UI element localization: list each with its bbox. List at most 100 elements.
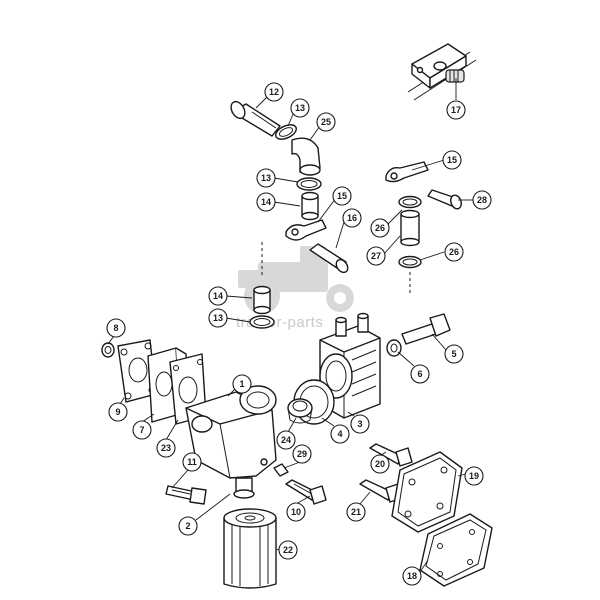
callout-1: 1 <box>232 374 252 394</box>
callout-18-label: 18 <box>407 571 417 581</box>
callout-15-left-label: 15 <box>337 191 347 201</box>
callout-28: 28 <box>472 190 492 210</box>
part-6-washer <box>386 339 402 357</box>
part-20-bolt <box>369 443 413 467</box>
part-18-gasket <box>419 513 493 587</box>
callout-14-upper: 14 <box>256 192 276 212</box>
watermark-text: tractor-parts <box>236 314 323 331</box>
callout-24: 24 <box>276 430 296 450</box>
callout-6-label: 6 <box>417 369 422 379</box>
callout-18: 18 <box>402 566 422 586</box>
callout-7-label: 7 <box>139 425 144 435</box>
part-17-fitting <box>407 43 477 101</box>
callout-20-label: 20 <box>375 459 385 469</box>
callout-23: 23 <box>156 438 176 458</box>
callout-9: 9 <box>108 402 128 422</box>
part-13-clamp-middle <box>296 177 322 191</box>
callout-13-lower: 13 <box>208 308 228 328</box>
part-11-bolt <box>165 485 207 505</box>
part-29-plug <box>273 463 289 477</box>
callout-25: 25 <box>316 112 336 132</box>
part-14-sleeve-lower <box>253 285 271 315</box>
callout-19: 19 <box>464 466 484 486</box>
part-1-filter-head <box>185 385 277 499</box>
part-9-gasket <box>117 339 157 403</box>
callout-25-label: 25 <box>321 117 331 127</box>
callout-15-right-label: 15 <box>447 155 457 165</box>
callout-4-label: 4 <box>337 429 342 439</box>
callout-27: 27 <box>366 246 386 266</box>
part-27-sleeve <box>400 209 420 247</box>
callout-12: 12 <box>264 82 284 102</box>
callout-13-upper: 13 <box>290 98 310 118</box>
callout-7: 7 <box>132 420 152 440</box>
callout-15-left: 15 <box>332 186 352 206</box>
part-16-bolt <box>309 243 349 274</box>
part-26-clamp-top <box>398 195 422 209</box>
callout-10: 10 <box>286 502 306 522</box>
callout-13-lower-label: 13 <box>213 313 223 323</box>
callout-10-label: 10 <box>291 507 301 517</box>
part-10-bolt <box>285 479 327 505</box>
callout-21: 21 <box>346 502 366 522</box>
callout-11: 11 <box>182 452 202 472</box>
callout-26-top: 26 <box>370 218 390 238</box>
part-22-oil-filter <box>223 508 277 589</box>
callout-26-bottom-label: 26 <box>449 247 459 257</box>
part-24-adapter <box>287 398 313 424</box>
callout-14-lower: 14 <box>208 286 228 306</box>
callout-6: 6 <box>410 364 430 384</box>
callout-26-top-label: 26 <box>375 223 385 233</box>
part-15-bracket-left <box>285 219 327 241</box>
callout-23-label: 23 <box>161 443 171 453</box>
callout-8-label: 8 <box>113 323 118 333</box>
part-12-bolt <box>230 100 281 137</box>
callout-26-bottom: 26 <box>444 242 464 262</box>
callout-17: 17 <box>446 100 466 120</box>
part-28-bolt <box>427 189 462 210</box>
callout-15-right: 15 <box>442 150 462 170</box>
part-15-bracket-right <box>385 161 429 183</box>
callout-29-label: 29 <box>297 449 307 459</box>
callout-22: 22 <box>278 540 298 560</box>
part-25-elbow-hose <box>291 137 321 176</box>
part-3-oil-cooler <box>319 312 381 419</box>
part-19-cover-plate <box>391 451 463 533</box>
callout-14-upper-label: 14 <box>261 197 271 207</box>
callout-17-label: 17 <box>451 105 461 115</box>
part-8-plug <box>101 342 115 358</box>
callout-27-label: 27 <box>371 251 381 261</box>
callout-24-label: 24 <box>281 435 291 445</box>
callout-14-lower-label: 14 <box>213 291 223 301</box>
callout-9-label: 9 <box>115 407 120 417</box>
part-26-clamp-bottom <box>398 255 422 269</box>
callout-3-label: 3 <box>357 419 362 429</box>
callout-4: 4 <box>330 424 350 444</box>
part-5-bolt <box>401 313 451 345</box>
callout-20: 20 <box>370 454 390 474</box>
callout-5: 5 <box>444 344 464 364</box>
callout-2-label: 2 <box>185 521 190 531</box>
callout-11-label: 11 <box>187 457 197 467</box>
callout-13-upper-label: 13 <box>295 103 305 113</box>
callout-1-label: 1 <box>239 379 244 389</box>
callout-19-label: 19 <box>469 471 479 481</box>
part-13-clamp-lower <box>249 315 275 329</box>
callout-22-label: 22 <box>283 545 293 555</box>
part-13-clamp-upper <box>275 124 297 140</box>
callout-2: 2 <box>178 516 198 536</box>
callout-12-label: 12 <box>269 87 279 97</box>
callout-16: 16 <box>342 208 362 228</box>
callout-5-label: 5 <box>451 349 456 359</box>
callout-3: 3 <box>350 414 370 434</box>
leader-lines <box>107 78 474 573</box>
callout-21-label: 21 <box>351 507 361 517</box>
callout-28-label: 28 <box>477 195 487 205</box>
callout-8: 8 <box>106 318 126 338</box>
callout-16-label: 16 <box>347 213 357 223</box>
callout-13-middle: 13 <box>256 168 276 188</box>
part-14-sleeve-upper <box>301 191 319 221</box>
callout-29: 29 <box>292 444 312 464</box>
